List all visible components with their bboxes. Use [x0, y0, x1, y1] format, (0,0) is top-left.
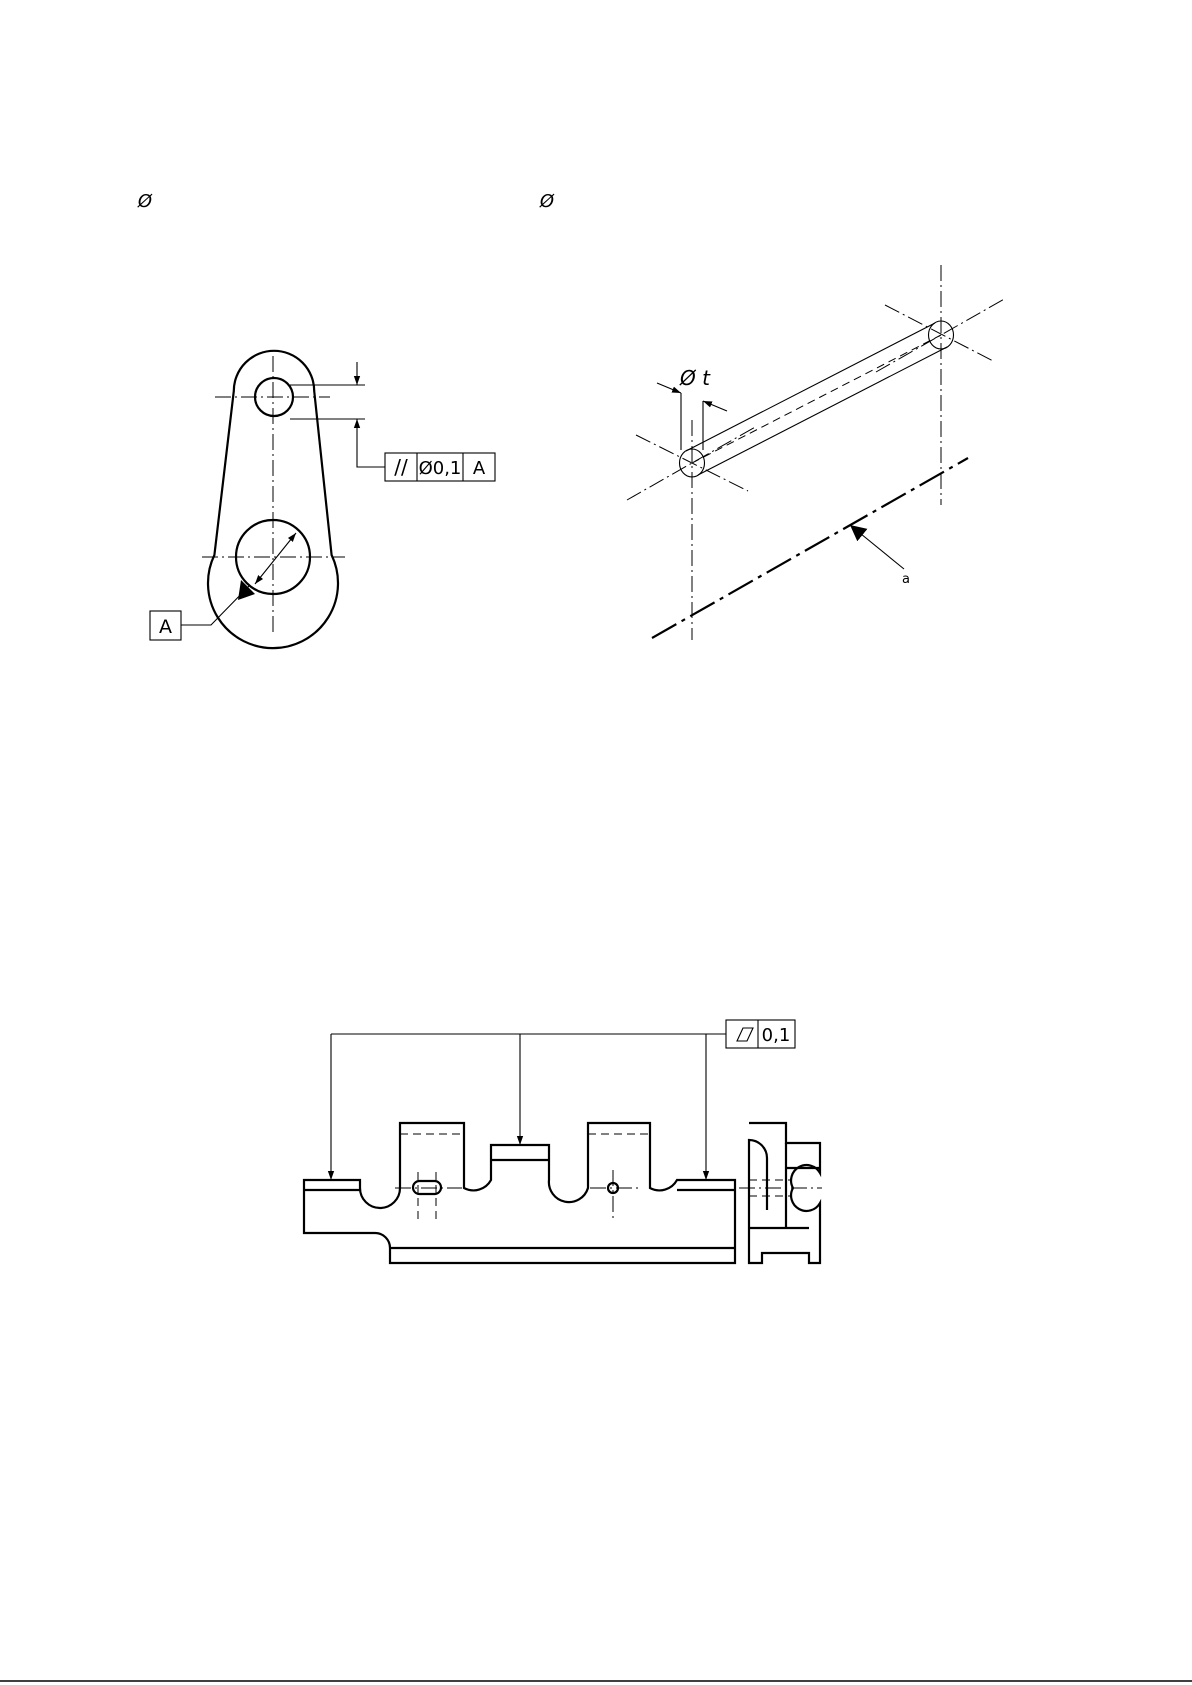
diameter-dimension [255, 533, 296, 584]
tolerance-zone-drawing: Ø t a [627, 265, 1006, 640]
header-diameter-symbol-right: Ø [539, 191, 555, 212]
cylinder-edge-top [686, 323, 935, 451]
fcf-flatness: 0,1 [726, 1020, 795, 1048]
cylinder-axis [692, 335, 941, 463]
datum-axis-line [652, 458, 968, 638]
header-diameter-symbol-left: Ø [137, 191, 153, 212]
callout-label: a [902, 572, 910, 587]
cylinder-edge-bottom [698, 347, 947, 475]
flatness-symbol-icon [737, 1028, 753, 1041]
fcf-parallelism: // Ø0,1 A [385, 453, 495, 481]
tolerance-arrow-right [703, 401, 727, 411]
large-hole [236, 520, 310, 594]
tolerance-arrow-left [657, 383, 681, 393]
fcf-leader [357, 443, 385, 467]
lever-drawing [181, 351, 385, 648]
flatness-tolerance-value: 0,1 [762, 1025, 791, 1046]
fcf-datum-reference: A [473, 458, 486, 479]
tolerance-label: Ø t [679, 366, 711, 390]
datum-box-label: A [159, 616, 172, 638]
side-view-outline [749, 1123, 820, 1263]
bracket-drawing [304, 1034, 822, 1263]
parallelism-symbol: // [394, 455, 408, 479]
callout-leader [850, 525, 904, 569]
datum-box: A [150, 611, 181, 640]
fcf-tolerance-value: Ø0,1 [419, 458, 462, 479]
